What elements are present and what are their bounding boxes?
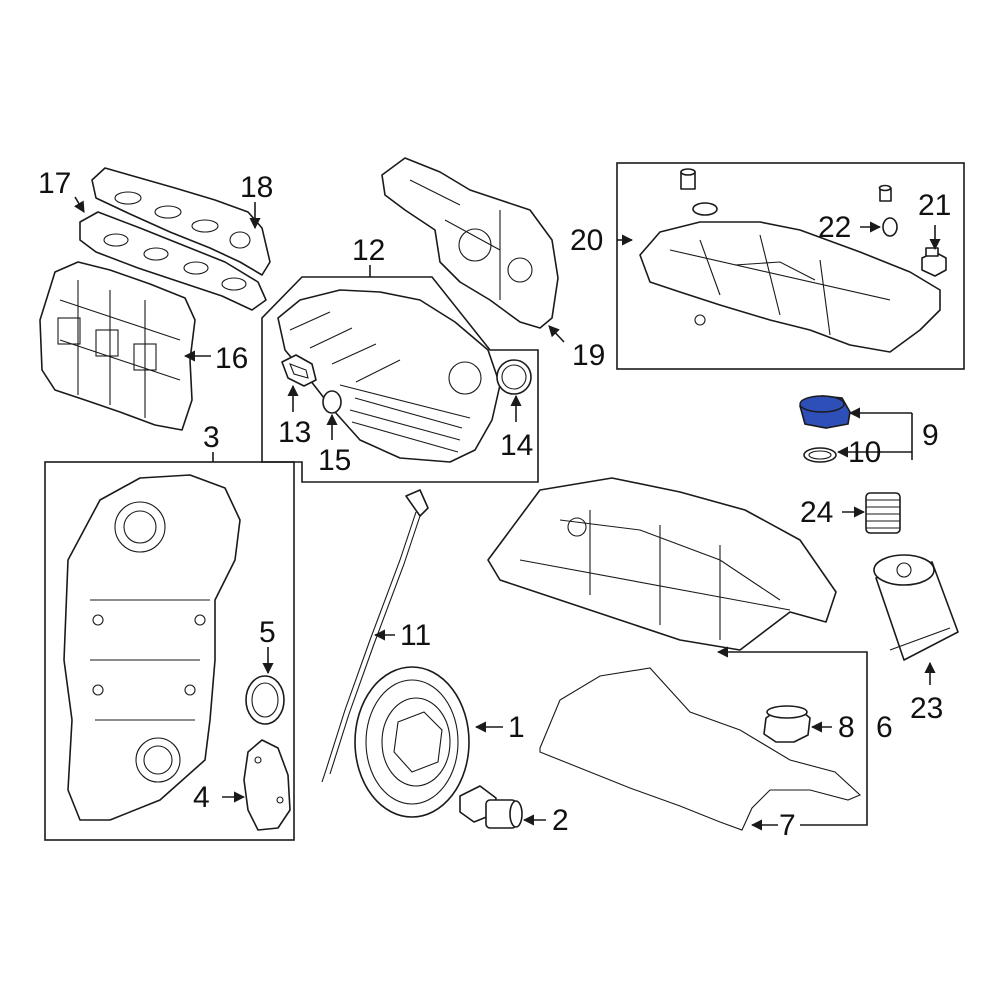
oil-pan-plug-part[interactable]: [680, 168, 696, 190]
throttle-body-gasket-part[interactable]: [496, 359, 532, 395]
filler-cap-seal-part[interactable]: [803, 447, 837, 463]
exhaust-manifold-gasket-part[interactable]: [91, 167, 271, 276]
callout-2: 2: [552, 804, 569, 837]
drain-washer-part[interactable]: [882, 217, 898, 237]
engine-mount-bracket-part[interactable]: [381, 157, 559, 329]
cover-plate-part[interactable]: [243, 739, 291, 831]
oil-filter-spring-part[interactable]: [865, 492, 901, 534]
callout-3: 3: [203, 421, 220, 454]
callout-6: 6: [876, 711, 893, 744]
valve-cover-gasket-part[interactable]: [539, 667, 862, 831]
callout-20: 20: [570, 224, 603, 257]
callout-23: 23: [910, 692, 943, 725]
callout-14: 14: [500, 429, 533, 462]
callout-8: 8: [838, 711, 855, 744]
callout-15: 15: [318, 444, 351, 477]
callout-1: 1: [508, 711, 525, 744]
drain-bolt-part[interactable]: [921, 247, 947, 277]
callout-12: 12: [352, 234, 385, 267]
callout-11: 11: [400, 619, 431, 652]
callout-17: 17: [38, 167, 71, 200]
throttle-gasket-part[interactable]: [281, 354, 317, 387]
oil-pan-seal-part[interactable]: [692, 202, 718, 216]
valve-cover-part[interactable]: [487, 477, 837, 651]
callout-4: 4: [193, 781, 210, 814]
callout-18: 18: [240, 171, 273, 204]
callout-24: 24: [800, 496, 833, 529]
callout-10: 10: [848, 436, 881, 469]
small-dowel-part[interactable]: [878, 184, 892, 202]
callout-19: 19: [572, 339, 605, 372]
callout-22: 22: [818, 211, 851, 244]
callout-7: 7: [779, 809, 796, 842]
intake-manifold-group-box: [261, 276, 539, 483]
oil-filter-part[interactable]: [873, 554, 959, 661]
crankshaft-seal-part[interactable]: [245, 675, 285, 725]
pulley-bolt-part[interactable]: [459, 785, 523, 829]
valve-cover-cap-part[interactable]: [763, 705, 811, 743]
timing-chain-cover-part[interactable]: [63, 474, 241, 821]
crankshaft-pulley-part[interactable]: [354, 666, 470, 818]
leader-lines: [74, 196, 941, 831]
oil-pan-group-box: [616, 162, 965, 370]
intake-gasket-part[interactable]: [79, 211, 267, 311]
callout-13: 13: [278, 416, 311, 449]
callout-labels: 17 18 16 12 19 13 15 14 20 22 21 9 10 24…: [38, 167, 951, 842]
oil-dipstick-part[interactable]: [321, 489, 429, 783]
callout-21: 21: [918, 189, 951, 222]
callout-16: 16: [215, 342, 248, 375]
oil-filler-cap-part[interactable]: [799, 395, 851, 429]
callout-9: 9: [922, 419, 939, 452]
timing-cover-group-box: [44, 461, 295, 841]
callout-5: 5: [259, 616, 276, 649]
heat-shield-part[interactable]: [39, 261, 196, 431]
small-o-ring-part[interactable]: [322, 390, 342, 414]
oil-pan-part[interactable]: [639, 221, 941, 353]
